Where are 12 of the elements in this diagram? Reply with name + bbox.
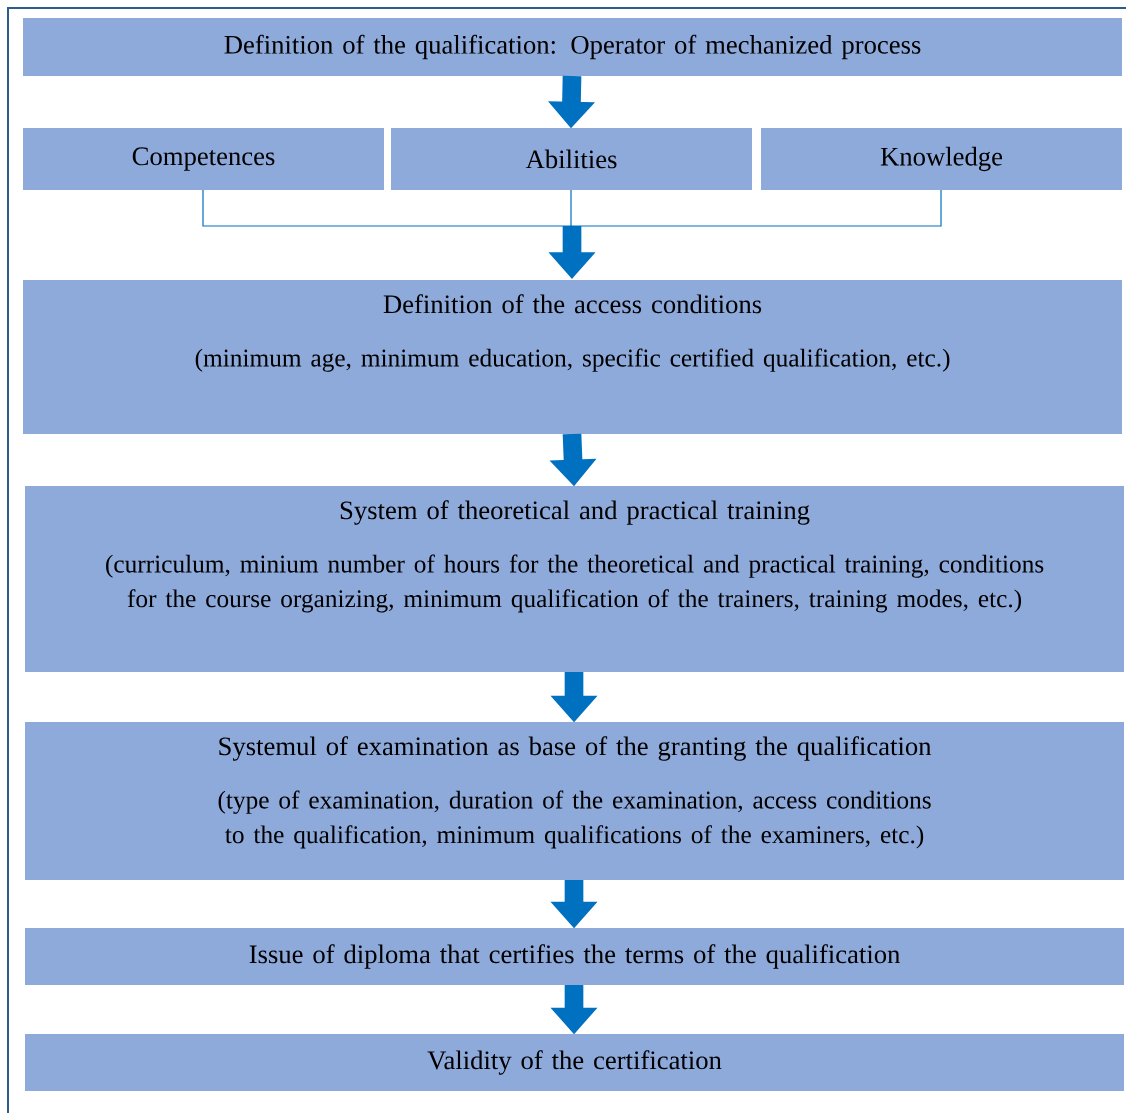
process-box: Abilities [391,128,752,190]
process-box: Definition of the access conditions (minimum age, minimum education, specific certified qualification, etc.) [23,280,1122,434]
process-box: Issue of diploma that certifies the terms of the qualification [25,928,1124,985]
process-box: Competences [23,128,384,190]
process-box: Validity of the certification [25,1034,1124,1091]
process-box: Systemul of examination as base of the granting the qualification (type of examination, duration of the examination, access conditions to the qualification, minimum qualifications of the examiners, etc.) [25,722,1124,880]
connector-line [202,189,573,227]
process-box: Definition of the qualification: Operator of mechanized process [23,18,1122,76]
process-box: System of theoretical and practical training (curriculum, minium number of hours for the theoretical and practical training, conditions for the course organizing, minimum qualification of the trainers, training modes, etc.) [25,486,1124,672]
connector-line [570,189,573,227]
connector-line [571,189,942,227]
process-box: Knowledge [761,128,1122,190]
